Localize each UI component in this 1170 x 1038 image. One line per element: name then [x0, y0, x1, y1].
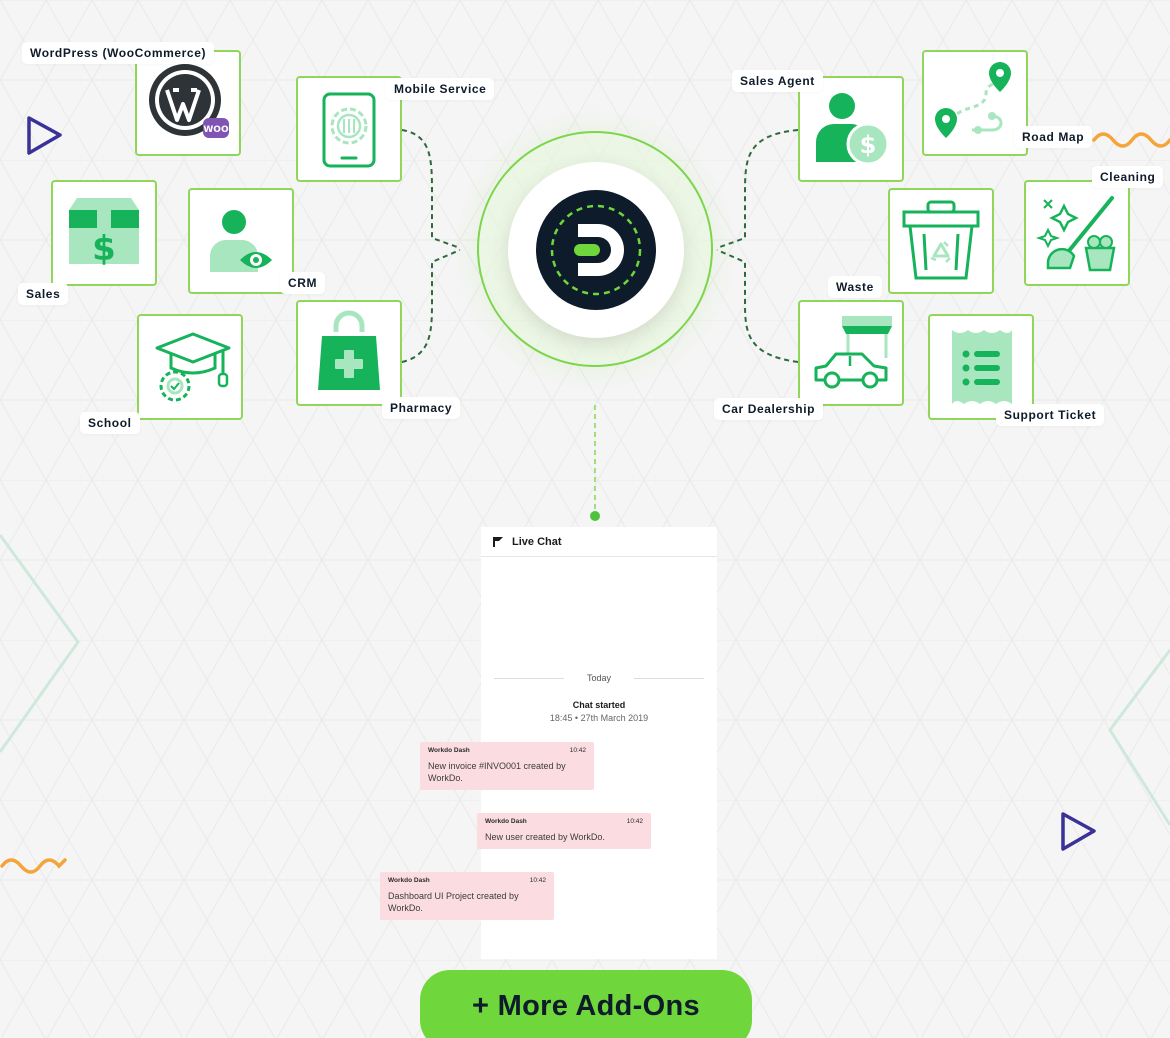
message-text: Dashboard UI Project created by WorkDo.: [388, 891, 519, 913]
addon-label-wordpress: WordPress (WooCommerce): [22, 42, 215, 64]
message-time: 10:42: [529, 877, 546, 884]
message-text: New invoice #INVO001 created by WorkDo.: [428, 761, 566, 783]
message-sender: Workdo Dash: [388, 877, 430, 884]
graduation-cap-gear-icon: [155, 332, 231, 402]
flag-logo-icon: [493, 536, 503, 547]
chat-message: Workdo Dash 10:42 New invoice #INVO001 c…: [420, 742, 594, 790]
medical-bag-icon: [318, 310, 380, 390]
chat-title: Live Chat: [512, 535, 562, 548]
chat-message: Workdo Dash 10:42 New user created by Wo…: [477, 813, 651, 849]
chat-started-time: 18:45 • 27th March 2019: [549, 713, 649, 723]
addon-tile-waste[interactable]: [888, 188, 994, 294]
money-box-icon: $: [69, 198, 139, 269]
chat-message: Workdo Dash 10:42 Dashboard UI Project c…: [380, 872, 554, 920]
addon-tile-car-dealership[interactable]: [798, 300, 904, 406]
addon-label-cleaning: Cleaning: [1092, 166, 1164, 188]
mobile-gear-icon: [322, 92, 376, 168]
wordpress-woocommerce-icon: WOO: [149, 64, 229, 138]
user-eye-icon: [210, 210, 272, 272]
addon-tile-road-map[interactable]: [922, 50, 1028, 156]
more-addons-label: + More Add-Ons: [472, 990, 700, 1022]
message-text: New user created by WorkDo.: [485, 832, 605, 842]
addon-label-support-ticket: Support Ticket: [996, 404, 1105, 426]
svg-text:WOO: WOO: [203, 125, 229, 135]
addon-label-pharmacy: Pharmacy: [382, 397, 461, 419]
addon-tile-school[interactable]: [137, 314, 243, 420]
addon-label-crm: CRM: [280, 272, 326, 294]
addon-tile-crm[interactable]: [188, 188, 294, 294]
addon-tile-pharmacy[interactable]: [296, 300, 402, 406]
addon-label-car-dealership: Car Dealership: [714, 398, 824, 420]
message-time: 10:42: [569, 747, 586, 754]
car-store-icon: [814, 316, 892, 389]
addon-tile-support-ticket[interactable]: [928, 314, 1034, 420]
chat-divider-right: [634, 678, 704, 679]
workdo-logo-icon: [536, 190, 656, 310]
chat-divider-left: [494, 678, 564, 679]
addon-label-sales-agent: Sales Agent: [732, 70, 823, 92]
addon-label-mobile-service: Mobile Service: [386, 78, 495, 100]
addon-label-school: School: [80, 412, 140, 434]
more-addons-button[interactable]: + More Add-Ons: [420, 970, 752, 1038]
addon-label-road-map: Road Map: [1014, 126, 1093, 148]
chat-started-label: Chat started: [572, 700, 626, 710]
user-dollar-icon: $: [816, 93, 890, 166]
hub-core: [508, 162, 684, 338]
chat-header: Live Chat: [481, 527, 717, 557]
message-time: 10:42: [626, 818, 643, 825]
message-sender: Workdo Dash: [428, 747, 470, 754]
addon-tile-wordpress[interactable]: WOO: [135, 50, 241, 156]
message-sender: Workdo Dash: [485, 818, 527, 825]
addon-label-sales: Sales: [18, 283, 69, 305]
addon-tile-mobile-service[interactable]: [296, 76, 402, 182]
addon-tile-cleaning[interactable]: [1024, 180, 1130, 286]
svg-text:$: $: [860, 131, 877, 159]
recycle-bin-icon: [902, 200, 980, 280]
svg-text:$: $: [92, 229, 116, 269]
chat-today: Today: [586, 673, 612, 683]
addon-tile-sales-agent[interactable]: $: [798, 76, 904, 182]
addon-label-waste: Waste: [828, 276, 882, 298]
route-pins-icon: [935, 62, 1011, 138]
ticket-list-icon: [952, 330, 1012, 404]
broom-bucket-icon: [1035, 196, 1116, 272]
addon-tile-sales[interactable]: $: [51, 180, 157, 286]
